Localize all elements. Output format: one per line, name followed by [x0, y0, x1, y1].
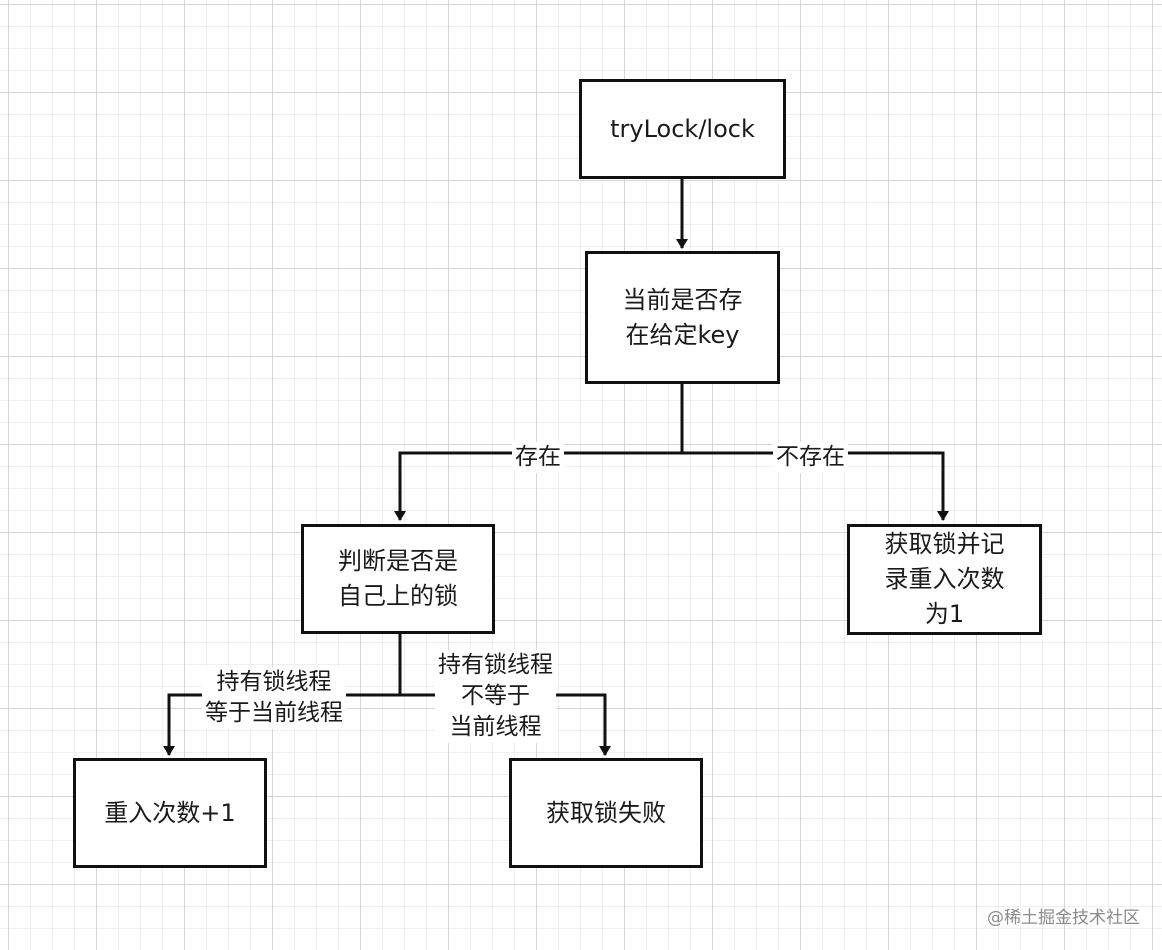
watermark: @稀土掘金技术社区 [987, 908, 1140, 928]
node-acquire-fail: 获取锁失败 [509, 758, 703, 868]
edge-label-not-exists: 不存在 [773, 442, 848, 473]
edge-not-exists-to-acquire [682, 451, 949, 521]
node-reentrant-count: 重入次数+1 [73, 758, 267, 868]
node-trylock: tryLock/lock [579, 79, 786, 179]
edge-label-same-thread: 持有锁线程 等于当前线程 [202, 667, 346, 729]
node-acquire-lock: 获取锁并记 录重入次数 为1 [847, 524, 1042, 635]
node-check-key: 当前是否存 在给定key [585, 251, 780, 384]
edge-exists-to-check-owner [394, 451, 682, 521]
edge-label-exists: 存在 [512, 442, 564, 473]
edge-label-other-thread: 持有锁线程 不等于 当前线程 [435, 650, 556, 743]
node-check-owner: 判断是否是 自己上的锁 [301, 524, 495, 634]
